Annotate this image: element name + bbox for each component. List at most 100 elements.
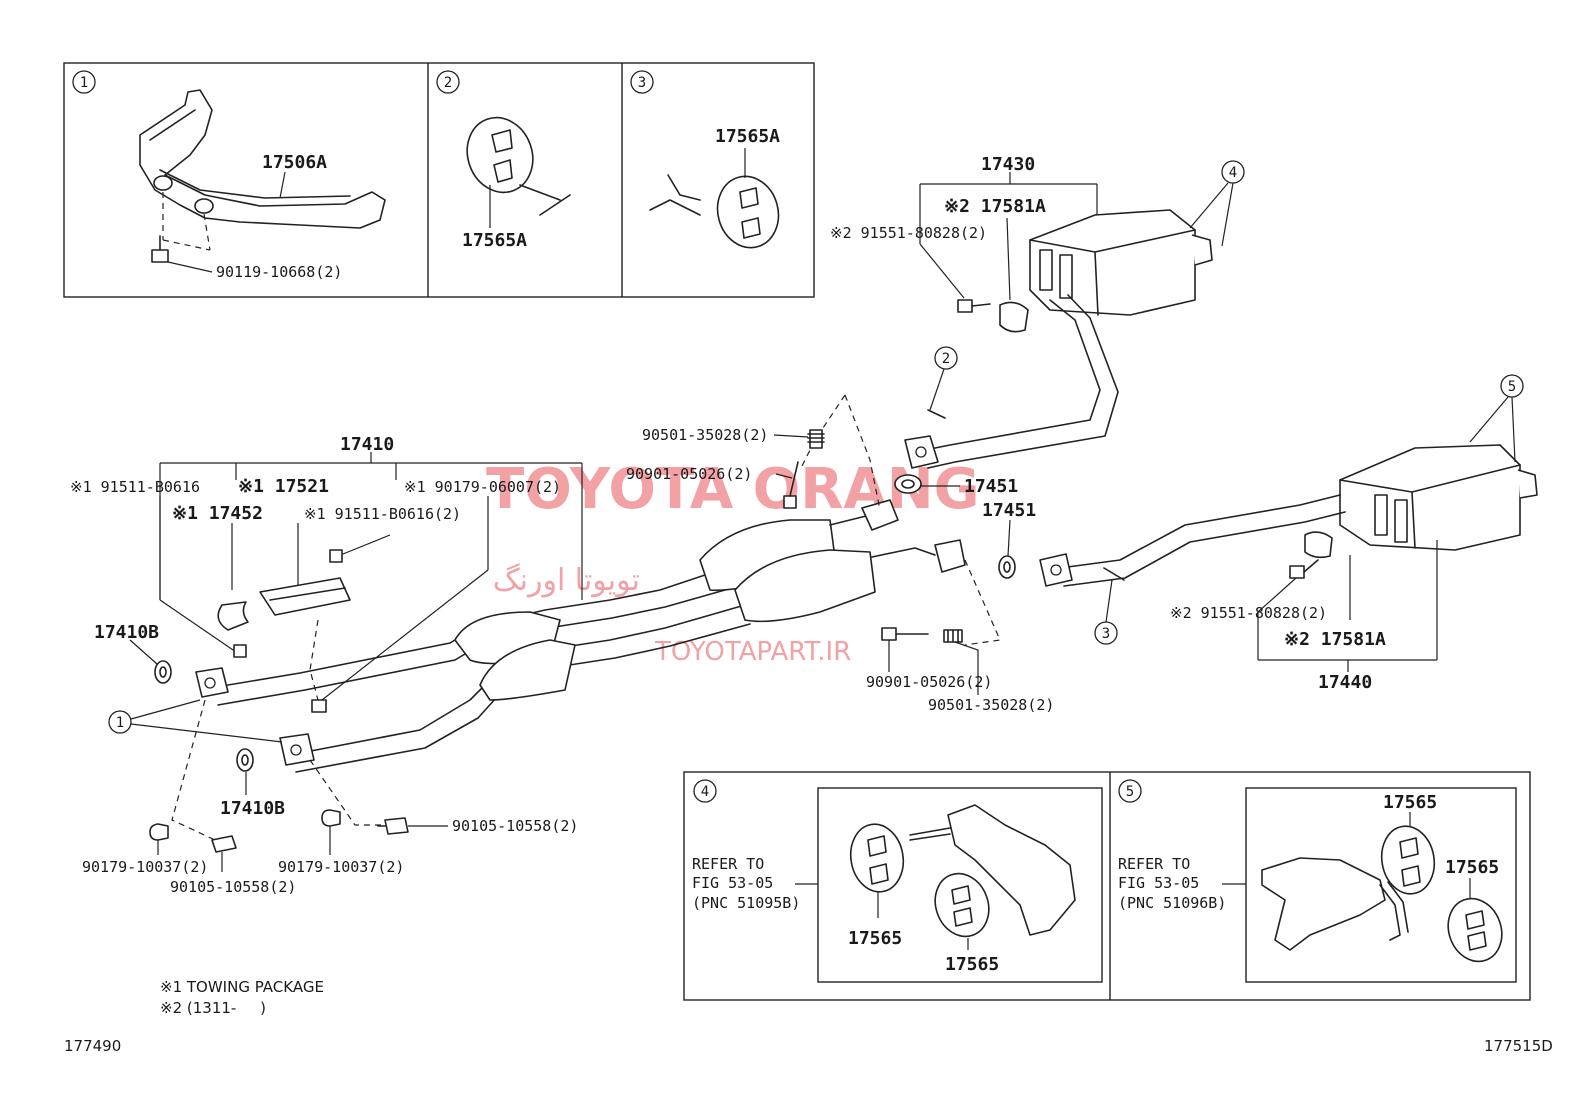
tail-pipe-upper: 17430 ※2 17581A ※2 91551-80828(2) 4 2 [830, 154, 1245, 469]
label-90119-10668: 90119-10668(2) [216, 263, 342, 281]
label-17452: ※1 17452 [172, 503, 263, 524]
label-90901-05026-top: 90901-05026(2) [626, 465, 752, 483]
label-17581a-upper: ※2 17581A [944, 196, 1046, 217]
callout-2-upper-circle [934, 346, 958, 370]
mid-converter-lower [734, 549, 876, 623]
inset-frame-bottom [683, 771, 1531, 1001]
label-17506a: 17506A [262, 152, 327, 173]
bolt-icon [1289, 565, 1305, 579]
label-17440: 17440 [1318, 672, 1372, 693]
label-17410b-bottom: 17410B [220, 798, 285, 819]
label-17430: 17430 [981, 154, 1035, 175]
inset-5-number-circle [1118, 779, 1142, 803]
bolt-icon [233, 644, 247, 658]
inset-2-number: 2 [444, 75, 452, 91]
inset-frame-top [63, 62, 815, 298]
label-90105-10558-right: 90105-10558(2) [452, 817, 578, 835]
label-90501-35028-bottom: 90501-35028(2) [928, 696, 1054, 714]
flange-icon [861, 499, 899, 531]
damper-icon [999, 301, 1029, 333]
bracket-icon [947, 804, 1076, 936]
bolt-icon [957, 299, 973, 313]
gasket-17410b-top-icon [154, 660, 172, 684]
label-17581a-lower: ※2 17581A [1284, 629, 1386, 650]
note-towing-package: ※1 TOWING PACKAGE [160, 978, 324, 996]
rubber-hanger-icon [934, 872, 990, 938]
bracket-icon [1261, 857, 1386, 951]
bolt-icon [329, 549, 343, 563]
inset-4-refer-line-1: REFER TO [692, 855, 764, 873]
inset-5-refer-line-1: REFER TO [1118, 855, 1190, 873]
callout-2-upper: 2 [942, 351, 950, 367]
inset-4-label-17565-b: 17565 [945, 954, 999, 975]
bolt-icon [211, 835, 237, 853]
inset-panels-bottom: 4 REFER TO FIG 53-05 (PNC 51095B) 17565 … [683, 771, 1531, 1001]
tail-pipe-lower: ※2 91551-80828(2) ※2 17581A 17440 5 3 [1039, 374, 1538, 693]
inset-1-number: 1 [80, 75, 88, 91]
nut-icon [311, 699, 327, 713]
inset-4-number-circle [693, 779, 717, 803]
bolt-icon [783, 495, 797, 509]
bolt-icon [881, 627, 897, 641]
inset-5-refer-line-2: FIG 53-05 [1118, 874, 1199, 892]
inset-2-number-circle [436, 70, 460, 94]
inset-4-number: 4 [701, 784, 709, 800]
label-90179-10037-left: 90179-10037(2) [82, 858, 208, 876]
inset-4: 4 REFER TO FIG 53-05 (PNC 51095B) 17565 … [692, 779, 1103, 983]
gasket-17451-a-icon [894, 474, 922, 494]
front-pipe-assembly: 17410 ※1 91511-B0616 ※1 17521 ※1 90179-0… [70, 434, 966, 896]
label-90179-10037-mid: 90179-10037(2) [278, 858, 404, 876]
muffler-upper [1029, 209, 1196, 316]
inset-4-detail-frame [817, 787, 1103, 983]
spring-icon [809, 429, 823, 449]
bolt-icon [151, 249, 169, 263]
inset-4-refer-line-3: (PNC 51095B) [692, 894, 800, 912]
label-17521: ※1 17521 [238, 476, 329, 497]
nut-icon [149, 823, 169, 841]
rubber-hanger-icon [849, 823, 905, 893]
inset-3: 3 17565A [630, 70, 780, 249]
label-91511-b0616-2: ※1 91511-B0616(2) [304, 505, 461, 523]
inset-4-label-17565-a: 17565 [848, 928, 902, 949]
inset-5-label-17565-b: 17565 [1445, 857, 1499, 878]
gasket-17451-b-icon [998, 555, 1016, 579]
label-17565a-inset2: 17565A [462, 230, 527, 251]
diagram-code-right: 177515D [1484, 1037, 1553, 1055]
callout-5-lower: 5 [1508, 379, 1516, 395]
label-17565a-inset3: 17565A [715, 126, 780, 147]
label-91511-b0616: ※1 91511-B0616 [70, 478, 200, 496]
nut-icon [321, 809, 341, 827]
flange-icon [934, 539, 966, 573]
inset-5-number: 5 [1126, 784, 1134, 800]
callout-4-upper: 4 [1229, 165, 1237, 181]
label-91551-80828-lower: ※2 91551-80828(2) [1170, 604, 1327, 622]
label-17451-b: 17451 [982, 500, 1036, 521]
note-date-range: ※2 (1311- ) [160, 999, 266, 1017]
diagram-code-left: 177490 [64, 1037, 121, 1055]
catalytic-converter-lower [479, 639, 576, 701]
label-91551-80828-upper: ※2 91551-80828(2) [830, 224, 987, 242]
label-17410b-top: 17410B [94, 622, 159, 643]
inset-1-number-circle [72, 70, 96, 94]
inset-5: 5 REFER TO FIG 53-05 (PNC 51096B) 17565 … [1118, 779, 1517, 983]
inset-3-number-circle [630, 70, 654, 94]
label-17451-a: 17451 [964, 476, 1018, 497]
inset-5-detail-frame [1245, 787, 1517, 983]
rubber-hanger-icon [716, 175, 780, 249]
gasket-17410b-bottom-icon [236, 748, 254, 772]
inset-panels-top: 1 17506A 90119-10668(2) 2 1 [63, 62, 815, 298]
inset-1: 1 17506A 90119-10668(2) [72, 70, 386, 281]
inset-2: 2 17565A [436, 70, 571, 251]
watermark-persian: تویوتا اورنگ [493, 563, 640, 598]
damper-icon [1304, 531, 1333, 559]
callout-1: 1 [116, 715, 124, 731]
muffler-lower [1339, 444, 1521, 551]
inset-3-number: 3 [638, 75, 646, 91]
bracket-17506a [139, 89, 386, 229]
label-90179-06007: ※1 90179-06007(2) [404, 478, 561, 496]
callout-3-lower: 3 [1102, 626, 1110, 642]
clamp-ring-icon [217, 601, 249, 631]
mid-converter-upper [699, 519, 836, 592]
label-17410: 17410 [340, 434, 394, 455]
footnotes: ※1 TOWING PACKAGE ※2 (1311- ) 177490 177… [64, 978, 1553, 1055]
